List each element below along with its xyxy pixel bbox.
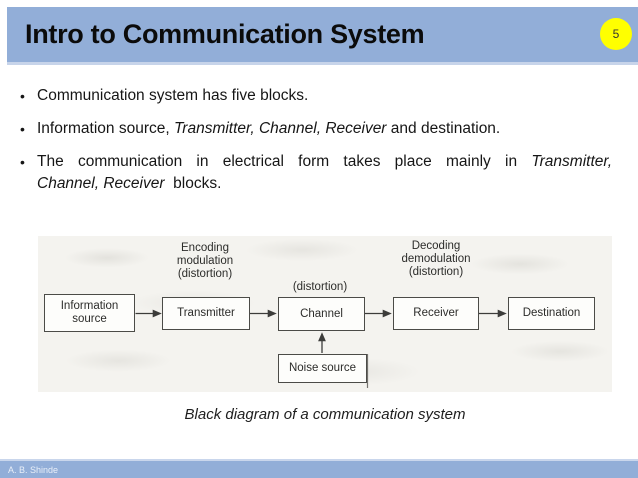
footer-author: A. B. Shinde [8,464,59,475]
slide-title: Intro to Communication System [25,19,425,49]
page-number-badge: 5 [600,18,632,50]
bullet-item: • The communication in electrical form ta… [20,151,612,195]
communication-block-diagram: Encoding modulation (distortion) (distor… [38,236,612,392]
bullet-marker-icon: • [20,88,25,104]
diagram-arrows [135,309,507,388]
bullet-marker-icon: • [20,121,25,137]
information-source-block: Information source [44,294,135,332]
destination-block: Destination [508,297,595,330]
figure-caption: Black diagram of a communication system [184,406,466,423]
page-number: 5 [612,27,620,41]
bullet-item: • Communication system has five blocks. [20,85,612,107]
channel-block: Channel [278,297,365,331]
channel-note: (distortion) [292,281,348,293]
bullet-text: The communication in electrical form tak… [37,153,612,192]
bullet-text: Communication system has five blocks. [37,87,309,104]
receiver-note: Decoding demodulation (distortion) [401,240,471,278]
bullet-marker-icon: • [20,154,25,170]
noise-source-block: Noise source [278,354,367,383]
receiver-block: Receiver [393,297,479,330]
bullet-item: • Information source, Transmitter, Channe… [20,118,612,140]
transmitter-block: Transmitter [162,297,250,330]
header-bar: Intro to Communication System 5 [7,7,638,65]
bullet-text: Information source, Transmitter, Channel… [37,120,501,137]
footer-bar: A. B. Shinde [0,459,638,478]
bullet-list: • Communication system has five blocks. • I… [20,85,612,206]
transmitter-note: Encoding modulation (distortion) [176,242,234,280]
